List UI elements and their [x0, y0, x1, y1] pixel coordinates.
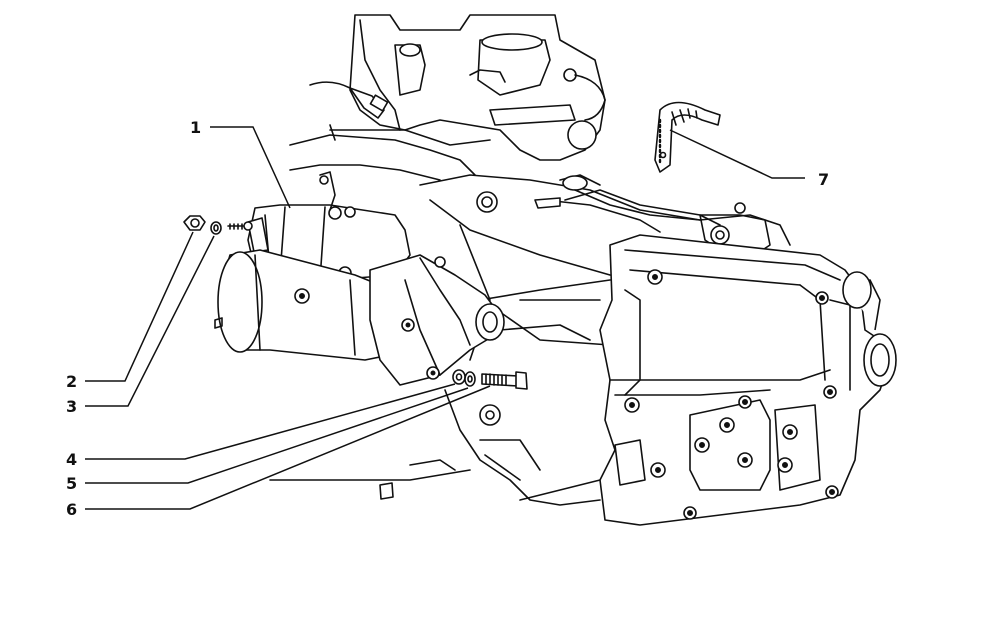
callout-7: 7: [818, 170, 829, 189]
engine-block: [289, 14, 606, 181]
callout-3: 3: [66, 397, 77, 416]
washer-part: [210, 221, 222, 235]
shift-linkage: [534, 175, 771, 256]
lower-washers: [452, 369, 476, 387]
stud-part: [227, 221, 253, 231]
callout-2: 2: [66, 372, 77, 391]
transmission-case: [519, 234, 897, 526]
gearbox-housing: [269, 174, 791, 506]
callout-4: 4: [66, 450, 77, 469]
callout-5: 5: [66, 474, 77, 493]
nut-part: [183, 215, 206, 231]
starter-motor: [214, 171, 505, 386]
small-clip: [379, 482, 394, 500]
callout-6: 6: [66, 500, 77, 519]
bolt-part: [481, 371, 528, 390]
callout-1: 1: [190, 118, 201, 137]
case-bolts: [624, 269, 839, 520]
callout-labels: 1 2 3 4 5 6 7: [66, 118, 829, 519]
bracket-part: [654, 101, 721, 173]
leader-lines: [85, 126, 805, 510]
